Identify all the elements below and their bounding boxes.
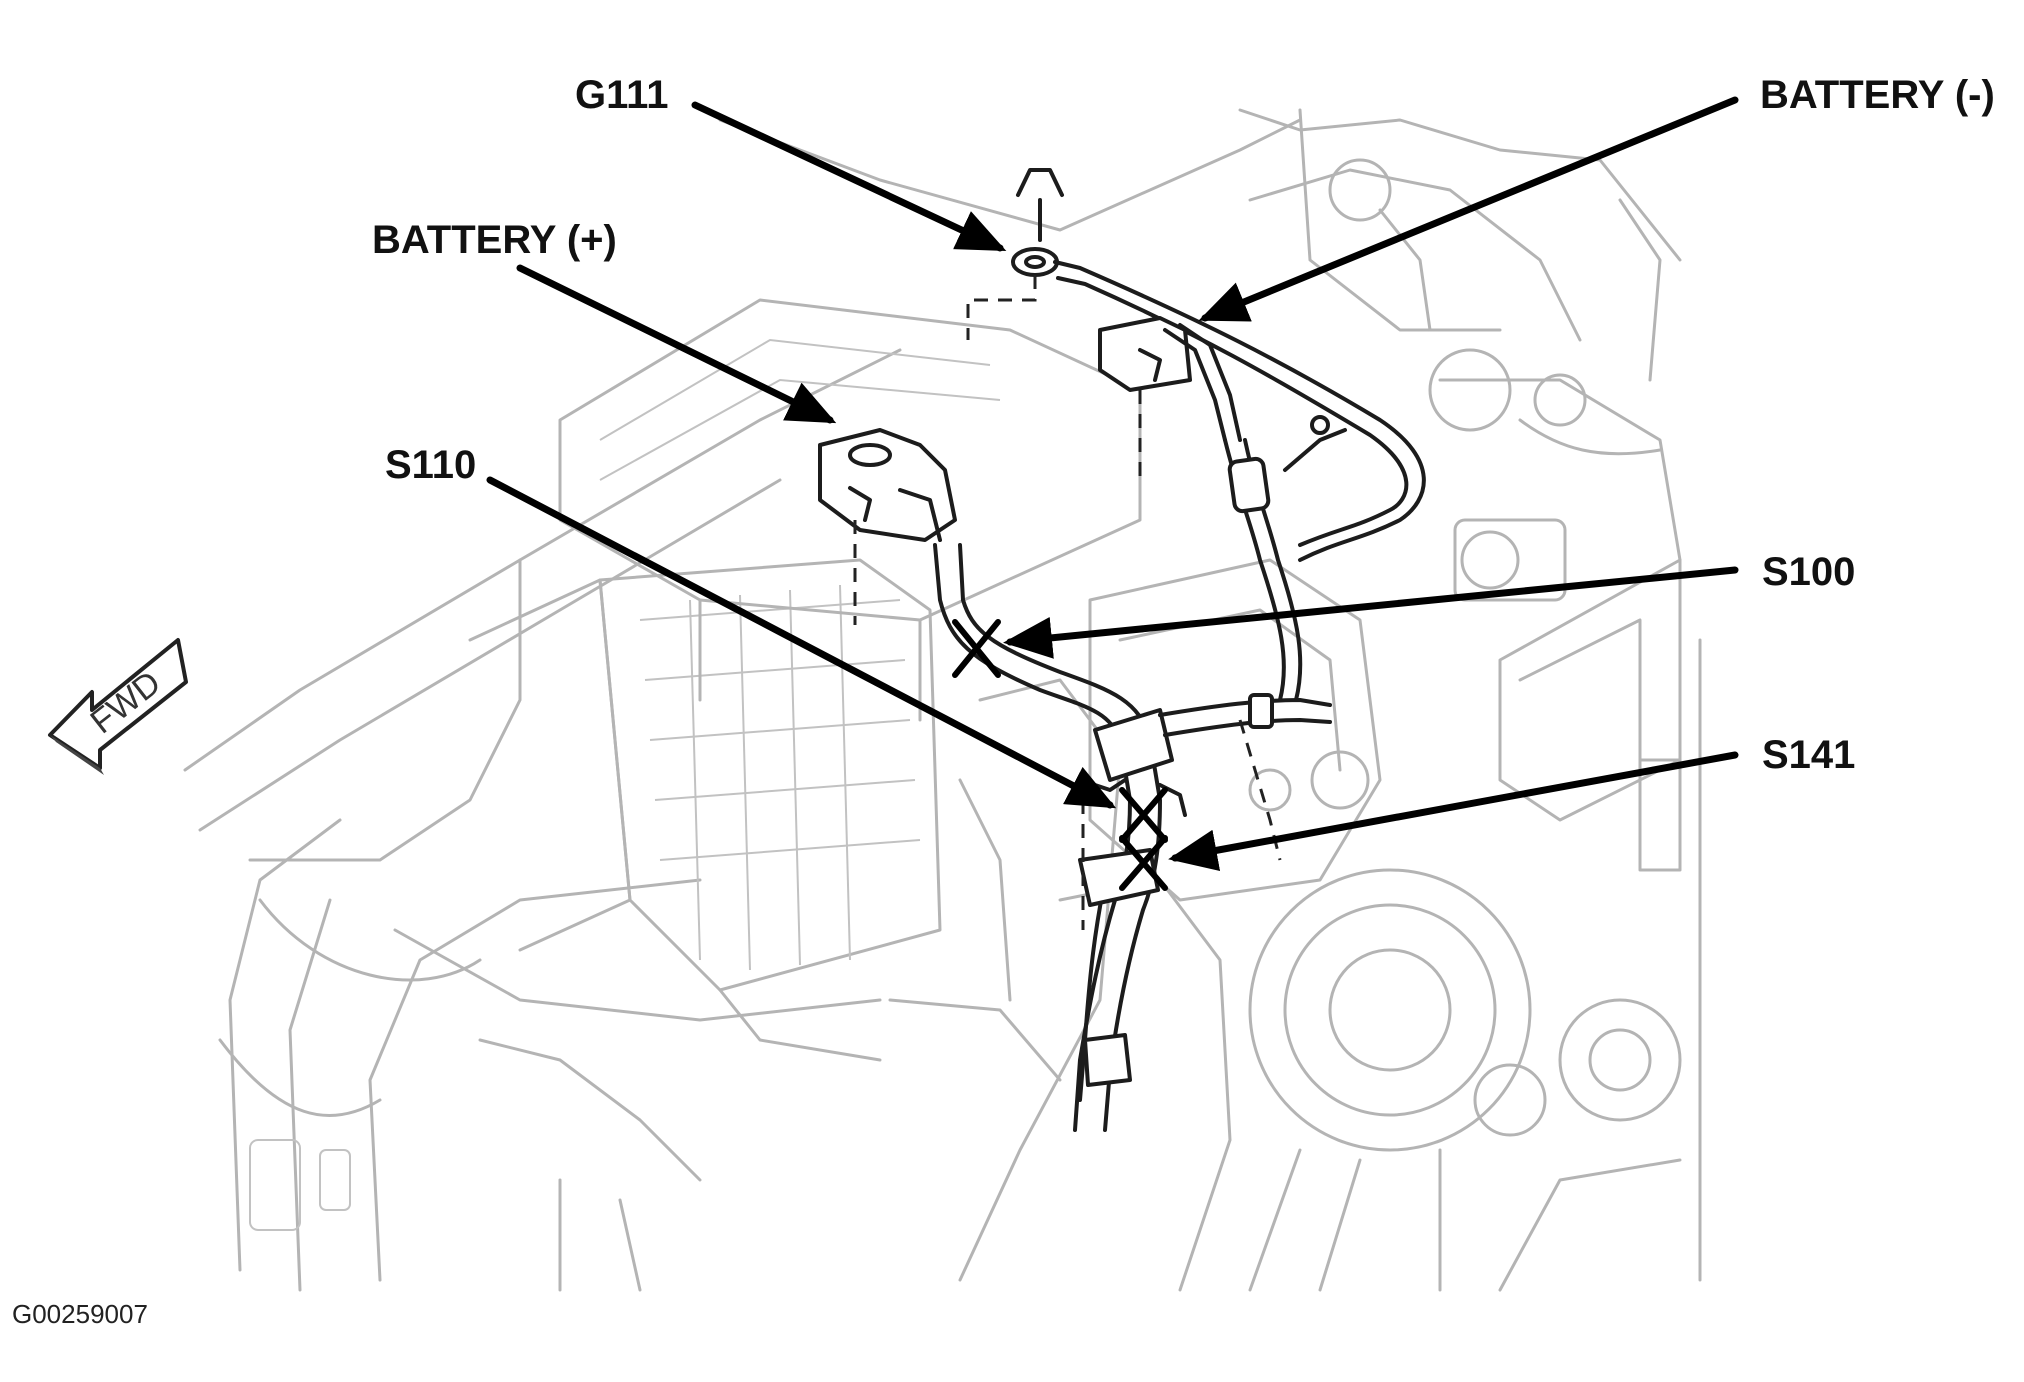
leader-arrow-g111 — [691, 101, 1007, 252]
fwd-arrow-icon: FWD — [48, 638, 188, 775]
engine-bay-background — [183, 108, 1702, 1292]
leader-arrow-s141 — [1168, 751, 1739, 872]
battery-cable-harness — [818, 168, 1426, 1132]
splice-mark-s100 — [952, 619, 1001, 678]
label-s141: S141 — [1762, 733, 1855, 777]
leader-arrows — [486, 96, 1739, 872]
leader-arrow-s110 — [486, 476, 1117, 809]
splice-mark-s110 — [1119, 787, 1168, 843]
label-s100: S100 — [1762, 550, 1855, 594]
figure-id: G00259007 — [12, 1299, 148, 1329]
leader-arrow-s100 — [1003, 566, 1739, 659]
label-g111: G111 — [575, 73, 668, 117]
leader-arrow-battery-neg — [1198, 96, 1739, 322]
label-battery-neg: BATTERY (-) — [1760, 73, 1995, 117]
leader-arrow-battery-pos — [516, 264, 837, 424]
splice-marks — [952, 619, 1168, 891]
label-s110: S110 — [385, 443, 476, 487]
label-battery-pos: BATTERY (+) — [372, 218, 617, 262]
callout-labels: G111 BATTERY (-) BATTERY (+) S110 S100 S… — [372, 73, 1995, 777]
splice-mark-s141 — [1119, 835, 1168, 891]
